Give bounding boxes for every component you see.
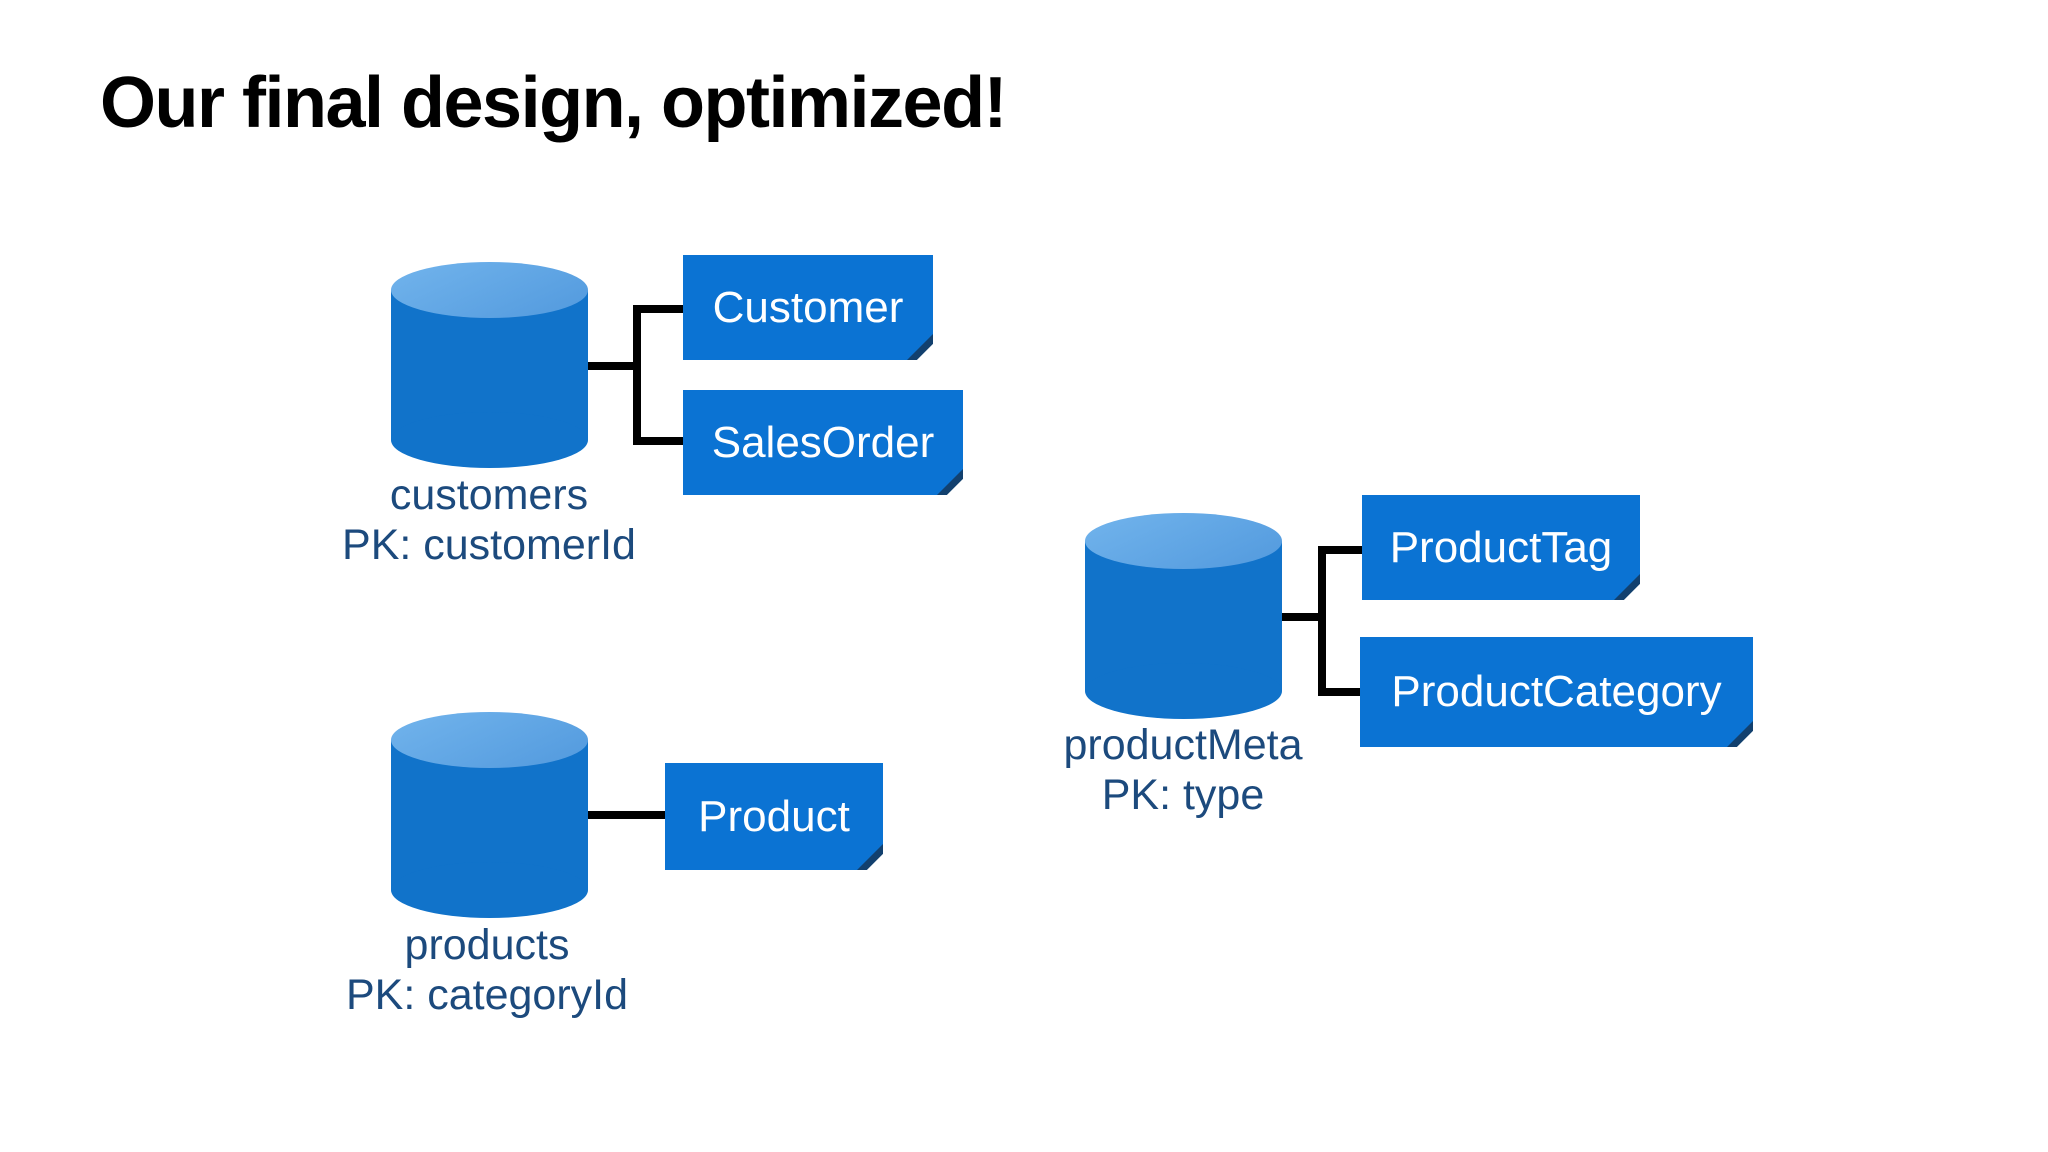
entity-box-label: Customer [712,282,904,332]
entity-box-background [1360,637,1753,747]
connector-line [588,811,665,819]
entity-box-producttag: ProductTag [1362,495,1640,600]
connector-line [1282,613,1326,621]
connector-line [1318,546,1326,696]
connector-line [641,437,683,445]
connector-line [588,362,637,370]
entity-box-label: Product [698,791,850,841]
container-name-label: productMeta [1063,721,1303,769]
entity-box-productcategory: ProductCategory [1360,637,1753,747]
entity-box-label: ProductCategory [1391,667,1722,716]
pk-label: PK: categoryId [345,971,629,1019]
pk-label: PK: customerId [342,521,636,569]
connector-line [641,305,683,313]
cylinder-bottom-ellipse [391,412,588,468]
container-name-label: customers [389,471,589,519]
container-name-label: products [404,921,570,969]
entity-box-background [665,763,883,870]
database-cylinder-products [391,712,588,918]
productmeta-label-block: productMeta PK: type [983,720,1383,820]
entity-box-background [683,255,933,360]
cylinder-top-ellipse [391,262,588,318]
entity-box-label: ProductTag [1389,522,1613,572]
entity-box-product: Product [665,763,883,870]
database-cylinder-customers [391,262,588,468]
products-label-block: products PK: categoryId [287,920,687,1020]
connector-line [1326,688,1360,696]
connector-line [633,305,641,445]
entity-box-background [683,390,963,495]
entity-box-customer: Customer [683,255,933,360]
cylinder-top-ellipse [391,712,588,768]
cylinder-top-ellipse [1085,513,1282,569]
customers-label-block: customers PK: customerId [289,470,689,570]
cylinder-bottom-ellipse [1085,663,1282,719]
pk-label: PK: type [1101,771,1265,819]
database-cylinder-productmeta [1085,513,1282,719]
entity-box-label: SalesOrder [711,417,935,467]
slide-title: Our final design, optimized! [100,63,1008,143]
connector-line [1326,546,1362,554]
entity-box-salesorder: SalesOrder [683,390,963,495]
cylinder-bottom-ellipse [391,862,588,918]
entity-box-background [1362,495,1640,600]
